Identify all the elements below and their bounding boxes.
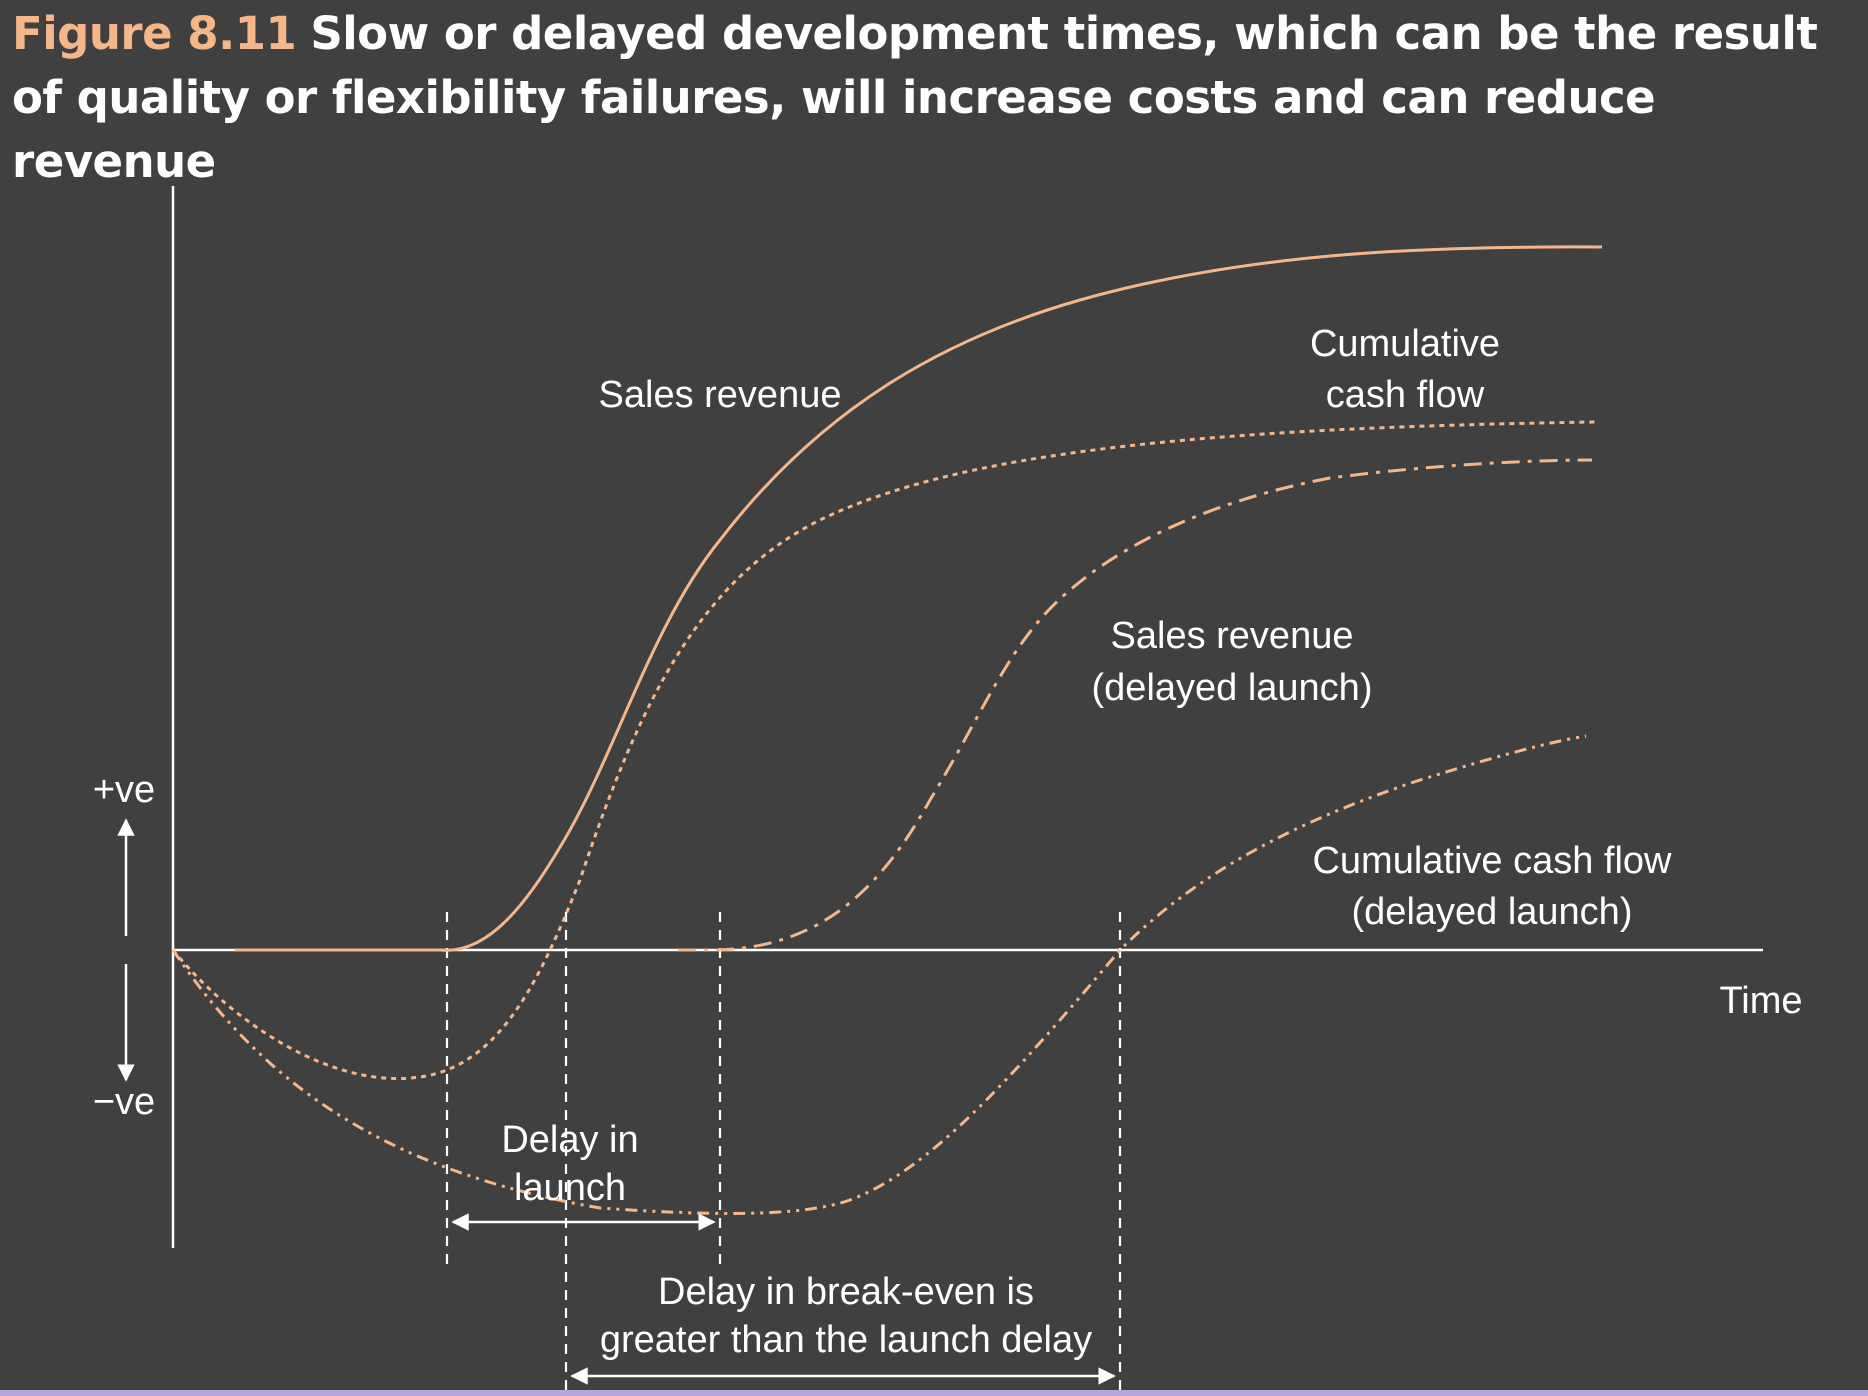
bottom-divider [0,1390,1868,1396]
sales-revenue-delayed-curve [678,458,1593,952]
figure-number: Figure 8.11 [12,7,297,60]
cumulative-cash-flow-label-line2: cash flow [1326,374,1485,416]
sales-revenue-delayed-label-line2: (delayed launch) [1092,667,1373,709]
figure-title: Slow or delayed development times, which… [12,7,1818,188]
positive-label: +ve [93,769,155,811]
cumulative-cash-flow-label-line1: Cumulative [1310,323,1500,365]
delay-in-launch-label-line1: Delay in [501,1119,638,1161]
sales-revenue-label: Sales revenue [599,374,842,416]
cumulative-cash-flow-curve [171,420,1597,1080]
cumulative-cash-flow-delayed-label-line2: (delayed launch) [1352,891,1633,933]
cumulative-cash-flow-delayed-curve [171,734,1587,1215]
delay-in-breakeven-label-line2: greater than the launch delay [600,1319,1092,1361]
delay-in-breakeven-label-line1: Delay in break-even is [658,1271,1034,1313]
cumulative-cash-flow-delayed-label-line1: Cumulative cash flow [1312,840,1672,882]
sales-revenue-delayed-label-line1: Sales revenue [1111,615,1354,657]
negative-label: −ve [93,1081,155,1123]
time-label: Time [1719,980,1802,1022]
sales-revenue-curve [235,245,1603,952]
delay-in-launch-label-line2: launch [514,1167,626,1209]
